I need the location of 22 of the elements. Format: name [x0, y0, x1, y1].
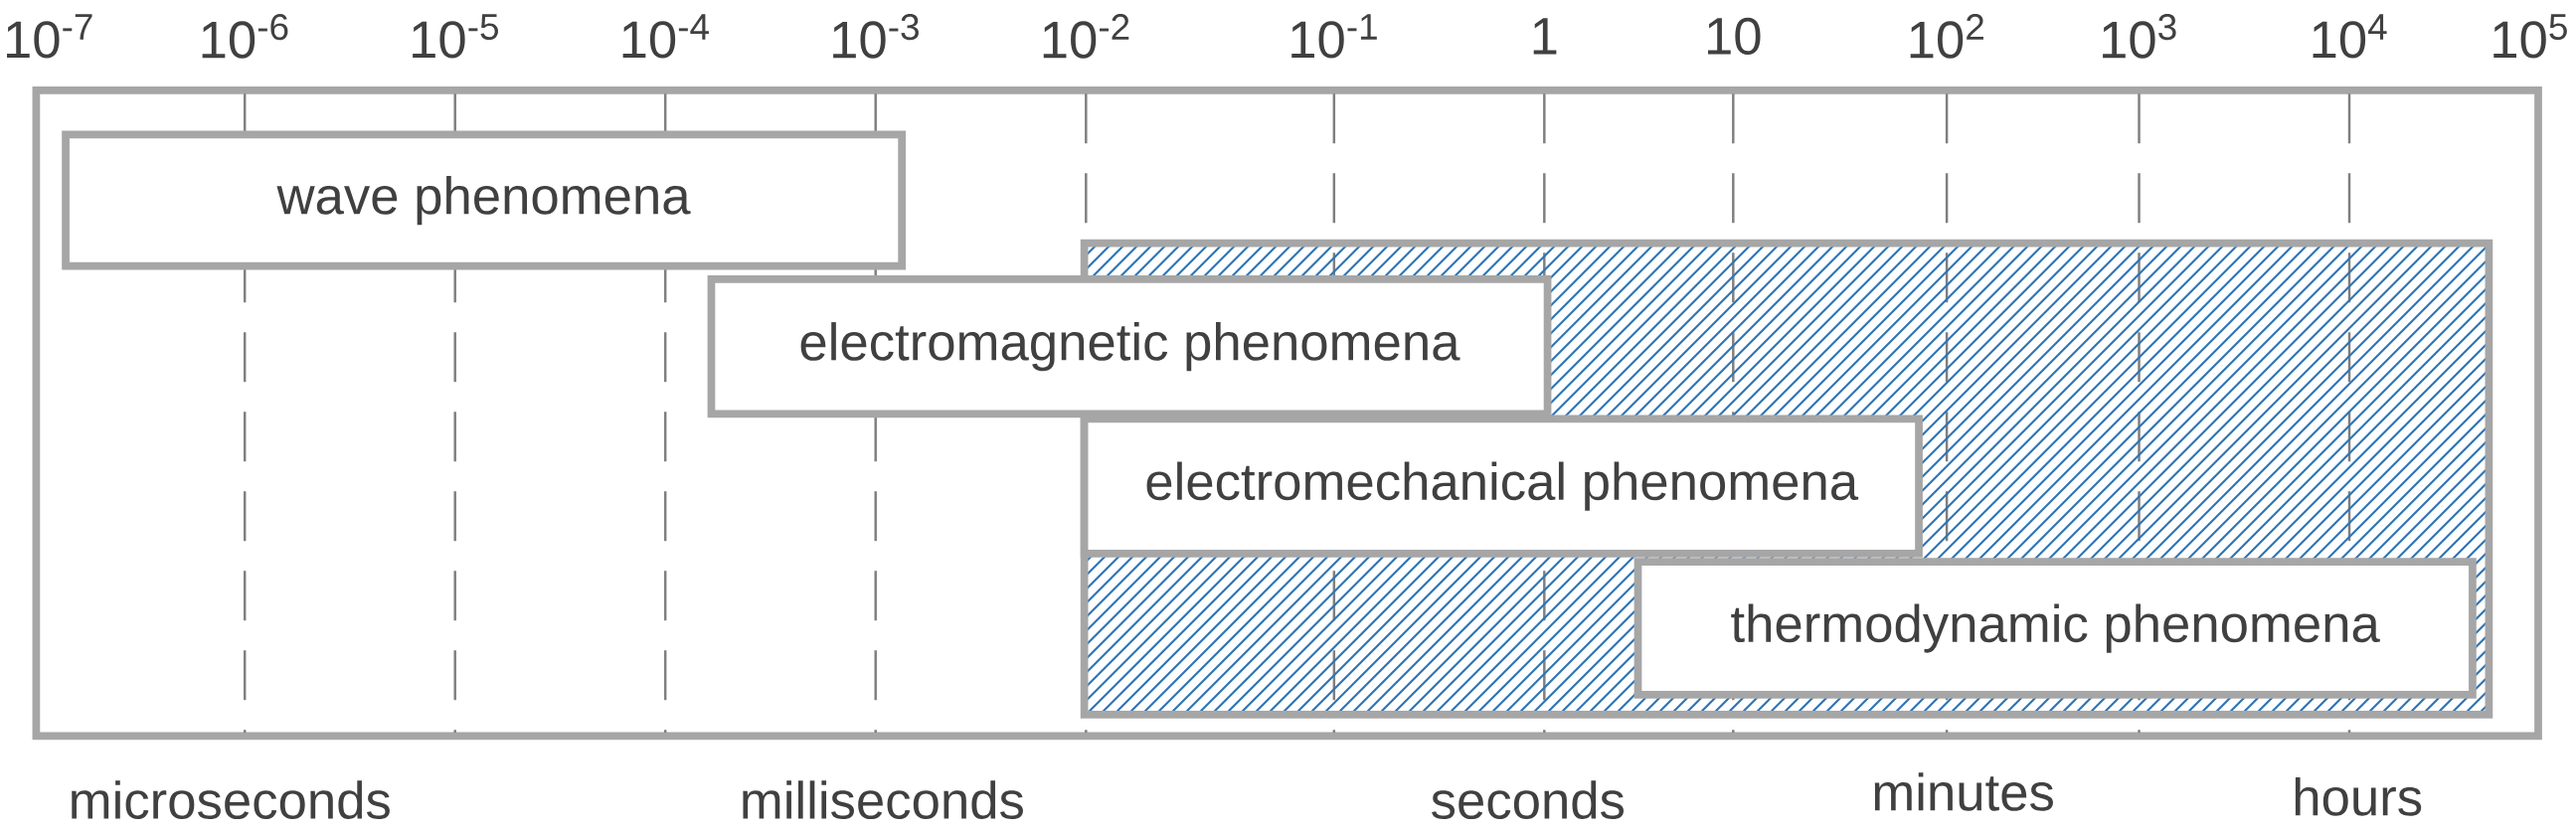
phenomenon-box: electromagnetic phenomena [707, 275, 1552, 418]
scale-label: 10$^{-4}$ [622, 14, 709, 59]
time-unit-label: hours [2295, 777, 2422, 816]
scale-label: 10$^{2}$ [1910, 14, 1983, 59]
scale-label: 10$^{-6}$ [202, 14, 288, 59]
phenomenon-box: thermodynamic phenomena [1633, 558, 2477, 699]
scale-label: 10$^{4}$ [2313, 14, 2387, 59]
scale-label: 10$^{3}$ [2103, 14, 2176, 59]
scale-label: 10 [1708, 17, 1761, 55]
scale-label: 1 [1533, 18, 1557, 55]
phenomenon-box: electromechanical phenomena [1080, 415, 1923, 558]
time-unit-label: microseconds [72, 780, 390, 819]
scale-label: 10$^{-2}$ [1043, 14, 1129, 59]
scale-label: 10$^{5}$ [2493, 14, 2567, 59]
time-unit-label: minutes [1874, 772, 2053, 811]
scale-label: 10$^{-5}$ [413, 14, 498, 59]
scale-label: 10$^{-1}$ [1291, 14, 1377, 59]
scale-label: 10$^{-3}$ [833, 14, 919, 59]
scale-label: 10$^{-7}$ [7, 14, 92, 59]
phenomenon-box: wave phenomena [62, 130, 907, 270]
time-unit-label: seconds [1432, 780, 1624, 819]
time-unit-label: milliseconds [743, 780, 1023, 819]
